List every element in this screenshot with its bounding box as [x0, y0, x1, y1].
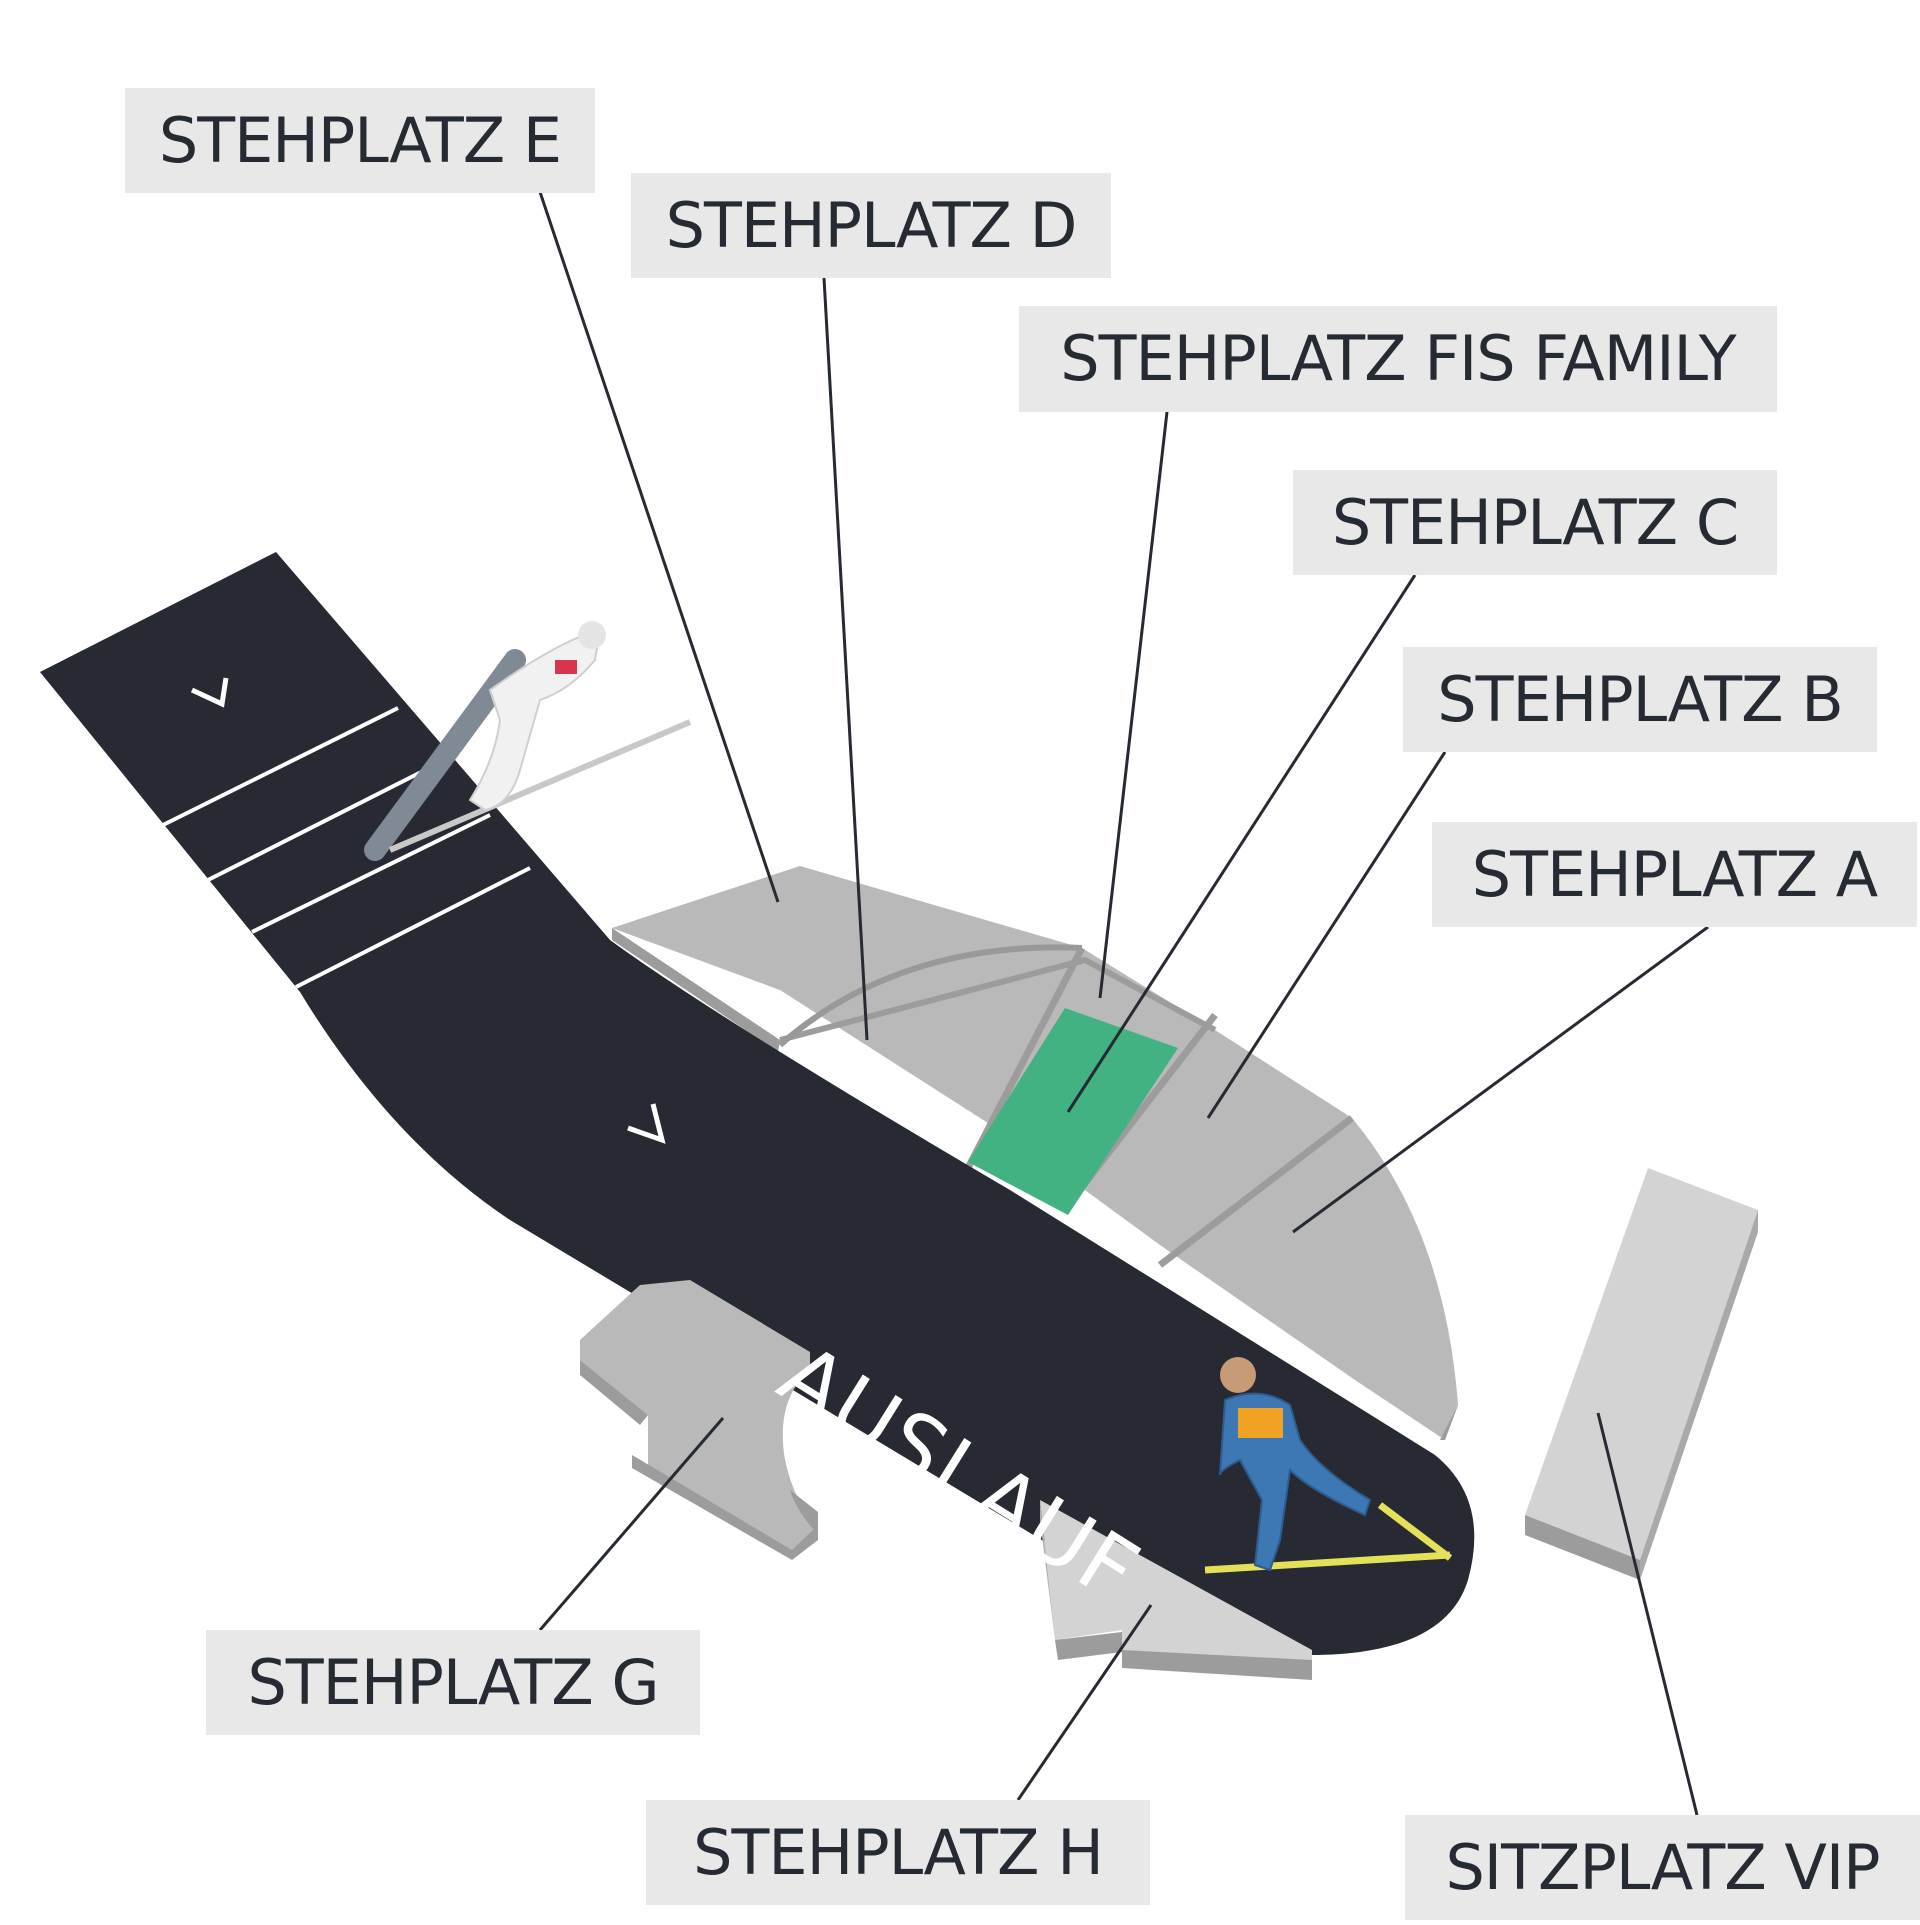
stand-h [1040, 1500, 1312, 1680]
leader-lines [538, 191, 1709, 1816]
ski-jumper-flight-image [364, 621, 692, 861]
label-stehplatz-d[interactable]: STEHPLATZ D [631, 173, 1111, 278]
fis-family-section[interactable] [968, 1008, 1178, 1215]
label-stehplatz-c[interactable]: STEHPLATZ C [1293, 470, 1777, 575]
label-stehplatz-b[interactable]: STEHPLATZ B [1403, 647, 1877, 752]
main-grandstand [612, 866, 1458, 1440]
direction-arrow-icon [190, 677, 229, 708]
label-stehplatz-a[interactable]: STEHPLATZ A [1432, 822, 1917, 927]
label-stehplatz-fis-family[interactable]: STEHPLATZ FIS FAMILY [1019, 306, 1777, 412]
stand-g [580, 1280, 818, 1560]
direction-arrow-icon-2 [627, 1103, 666, 1144]
ski-jumper-landing-image [1204, 1357, 1453, 1574]
runway-lines [162, 706, 531, 989]
label-stehplatz-h[interactable]: STEHPLATZ H [646, 1800, 1150, 1905]
label-stehplatz-e[interactable]: STEHPLATZ E [125, 88, 595, 193]
stand-vip [1525, 1168, 1758, 1580]
label-stehplatz-g[interactable]: STEHPLATZ G [206, 1630, 700, 1735]
label-sitzplatz-vip[interactable]: SITZPLATZ VIP [1405, 1815, 1920, 1920]
